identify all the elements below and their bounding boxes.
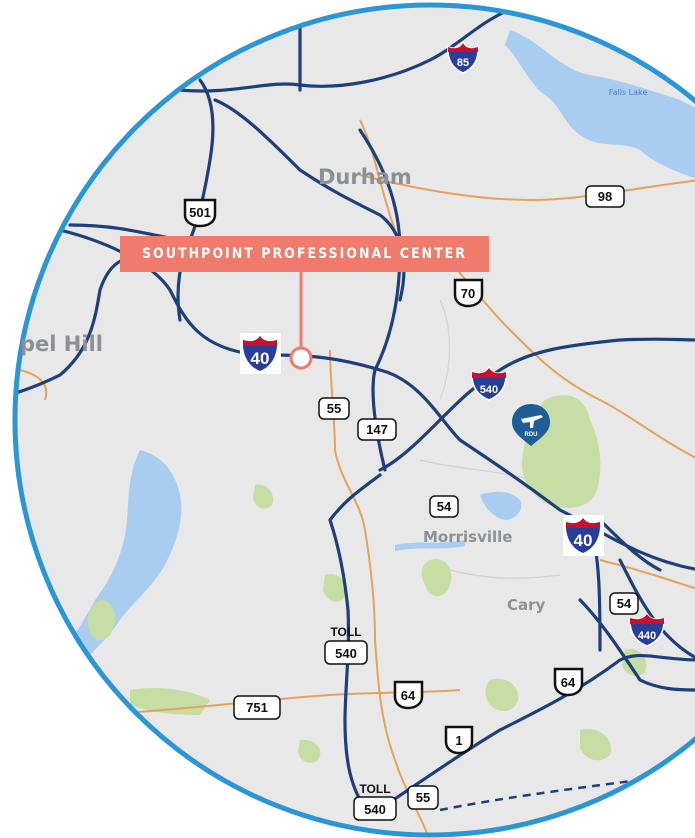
svg-text:64: 64 (401, 688, 416, 703)
toll-route-shield-540-north: TOLL 540 (324, 625, 368, 665)
park-south-cary (485, 678, 519, 712)
svg-text:TOLL: TOLL (359, 782, 390, 796)
svg-text:55: 55 (327, 401, 341, 416)
road-chapel-hill-west (19, 369, 48, 401)
park-cary-west (421, 559, 452, 597)
park-sw-cary (323, 574, 346, 602)
road-55 (329, 349, 431, 835)
road-arterial-east (599, 559, 695, 591)
i540 (378, 337, 695, 472)
svg-text:64: 64 (561, 675, 576, 690)
svg-text:70: 70 (461, 286, 475, 301)
water-bodies (40, 30, 695, 660)
us-route-shield-1: 1 (444, 725, 474, 755)
svg-text:TOLL: TOLL (330, 625, 361, 639)
state-route-shield-54-morrisville: 54 (429, 495, 459, 518)
us-route-shield-64-east: 64 (553, 667, 584, 697)
durham-loop (58, 228, 695, 572)
svg-text:54: 54 (617, 596, 632, 611)
interstate-shield-440: 440 (629, 612, 665, 647)
road-durham-east (359, 119, 396, 231)
state-route-shield-751: 751 (233, 695, 281, 720)
place-label-durham: Durham (318, 165, 412, 189)
svg-text:40: 40 (251, 349, 270, 368)
lake-morrisville (480, 491, 522, 520)
svg-text:54: 54 (437, 499, 452, 514)
svg-text:440: 440 (638, 630, 656, 642)
svg-text:540: 540 (480, 384, 498, 396)
interstate-shield-540: 540 (471, 366, 507, 401)
park-south-2 (298, 739, 321, 763)
interstate-shield-40-east: 40 (563, 515, 604, 556)
i40-east (598, 518, 662, 572)
us-route-shield-64-west: 64 (393, 680, 424, 710)
us-route-shield-501: 501 (183, 198, 217, 228)
us-route-shield-70: 70 (453, 278, 484, 308)
svg-text:1: 1 (455, 733, 462, 748)
parks (87, 395, 647, 763)
interstate-shield-40-west: 40 (240, 333, 281, 374)
park-jordan-west (87, 600, 116, 641)
water-label-falls-lake: Falls Lake (609, 88, 648, 97)
place-label-morrisville: Morrisville (423, 528, 512, 546)
interstate-shield-85: 85 (447, 41, 479, 74)
county-line (439, 778, 641, 812)
jordan-lake (40, 450, 182, 660)
svg-text:540: 540 (335, 646, 357, 661)
state-route-shield-55-north: 55 (318, 397, 350, 420)
us64 (368, 653, 695, 817)
svg-text:751: 751 (246, 700, 268, 715)
place-label-chapel-hill: pel Hill (20, 332, 103, 356)
nc147 (358, 128, 402, 472)
svg-text:40: 40 (574, 531, 593, 550)
place-label-cary: Cary (507, 596, 546, 614)
falls-lake (505, 30, 695, 180)
location-callout[interactable]: SOUTHPOINT PROFESSIONAL CENTER (120, 236, 489, 272)
toll-route-shield-540-south: TOLL 540 (353, 782, 397, 821)
svg-text:RDU: RDU (525, 432, 538, 438)
road-98 (359, 174, 695, 202)
park-south (580, 729, 611, 761)
map-boundary-ring (12, 2, 695, 838)
local-roads (419, 299, 561, 579)
toll540 (328, 473, 382, 817)
svg-text:98: 98 (598, 189, 612, 204)
state-route-shield-55-south: 55 (407, 785, 439, 810)
svg-text:147: 147 (366, 422, 388, 437)
state-route-shield-98: 98 (585, 185, 625, 208)
state-route-shield-54-cary: 54 (609, 592, 639, 615)
svg-text:55: 55 (416, 790, 430, 805)
stream-morrisville (395, 540, 465, 551)
airplane-icon (521, 415, 543, 428)
park-chapel (253, 484, 274, 509)
svg-text:501: 501 (189, 205, 211, 220)
svg-text:85: 85 (457, 57, 469, 69)
svg-text:540: 540 (364, 802, 386, 817)
highways (15, 5, 695, 817)
airport-marker-rdu[interactable]: RDU (512, 404, 550, 446)
location-marker[interactable] (289, 346, 313, 370)
state-route-shield-147: 147 (357, 418, 397, 441)
